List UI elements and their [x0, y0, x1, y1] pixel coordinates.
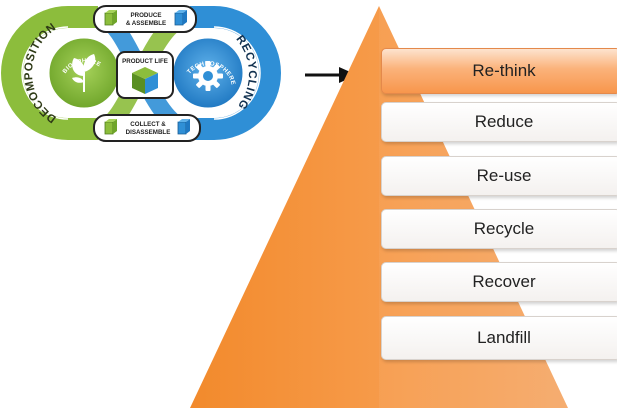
product-life-cycle-diagram: DECOMPOSITION RECYCLING BIOSPHERE TECHNO…: [0, 0, 290, 150]
hierarchy-step-reuse: Re-use: [381, 156, 617, 196]
blue-cube-icon: [174, 10, 187, 26]
green-loop: [1, 5, 98, 140]
collect-label: COLLECT &: [130, 121, 166, 128]
hierarchy-step-recover: Recover: [381, 262, 617, 302]
product-life-label: PRODUCT LIFE: [122, 58, 168, 65]
cycle-graphic: DECOMPOSITION RECYCLING BIOSPHERE TECHNO…: [1, 5, 281, 142]
step-label: Recover: [472, 272, 536, 291]
disassemble-label: DISASSEMBLE: [126, 129, 171, 136]
right-arrow-icon: [305, 67, 357, 83]
product-cube-icon: [132, 67, 158, 94]
blue-cube-icon: [177, 119, 190, 135]
step-label: Landfill: [477, 328, 531, 347]
green-cube-icon: [104, 119, 117, 135]
produce-label: PRODUCE: [131, 12, 162, 19]
step-label: Re-use: [476, 166, 532, 185]
hierarchy-step-recycle: Recycle: [381, 209, 617, 249]
step-label: Re-think: [472, 61, 536, 80]
step-label: Reduce: [474, 112, 534, 131]
assemble-label: & ASSEMBLE: [126, 20, 166, 27]
hierarchy-step-landfill: Landfill: [381, 316, 617, 360]
hierarchy-step-rethink: Re-think: [381, 48, 617, 94]
leaf-icon: [72, 54, 96, 92]
hierarchy-step-reduce: Reduce: [381, 102, 617, 142]
step-label: Recycle: [473, 219, 535, 238]
gear-icon: [193, 61, 223, 91]
green-cube-icon: [104, 10, 117, 26]
